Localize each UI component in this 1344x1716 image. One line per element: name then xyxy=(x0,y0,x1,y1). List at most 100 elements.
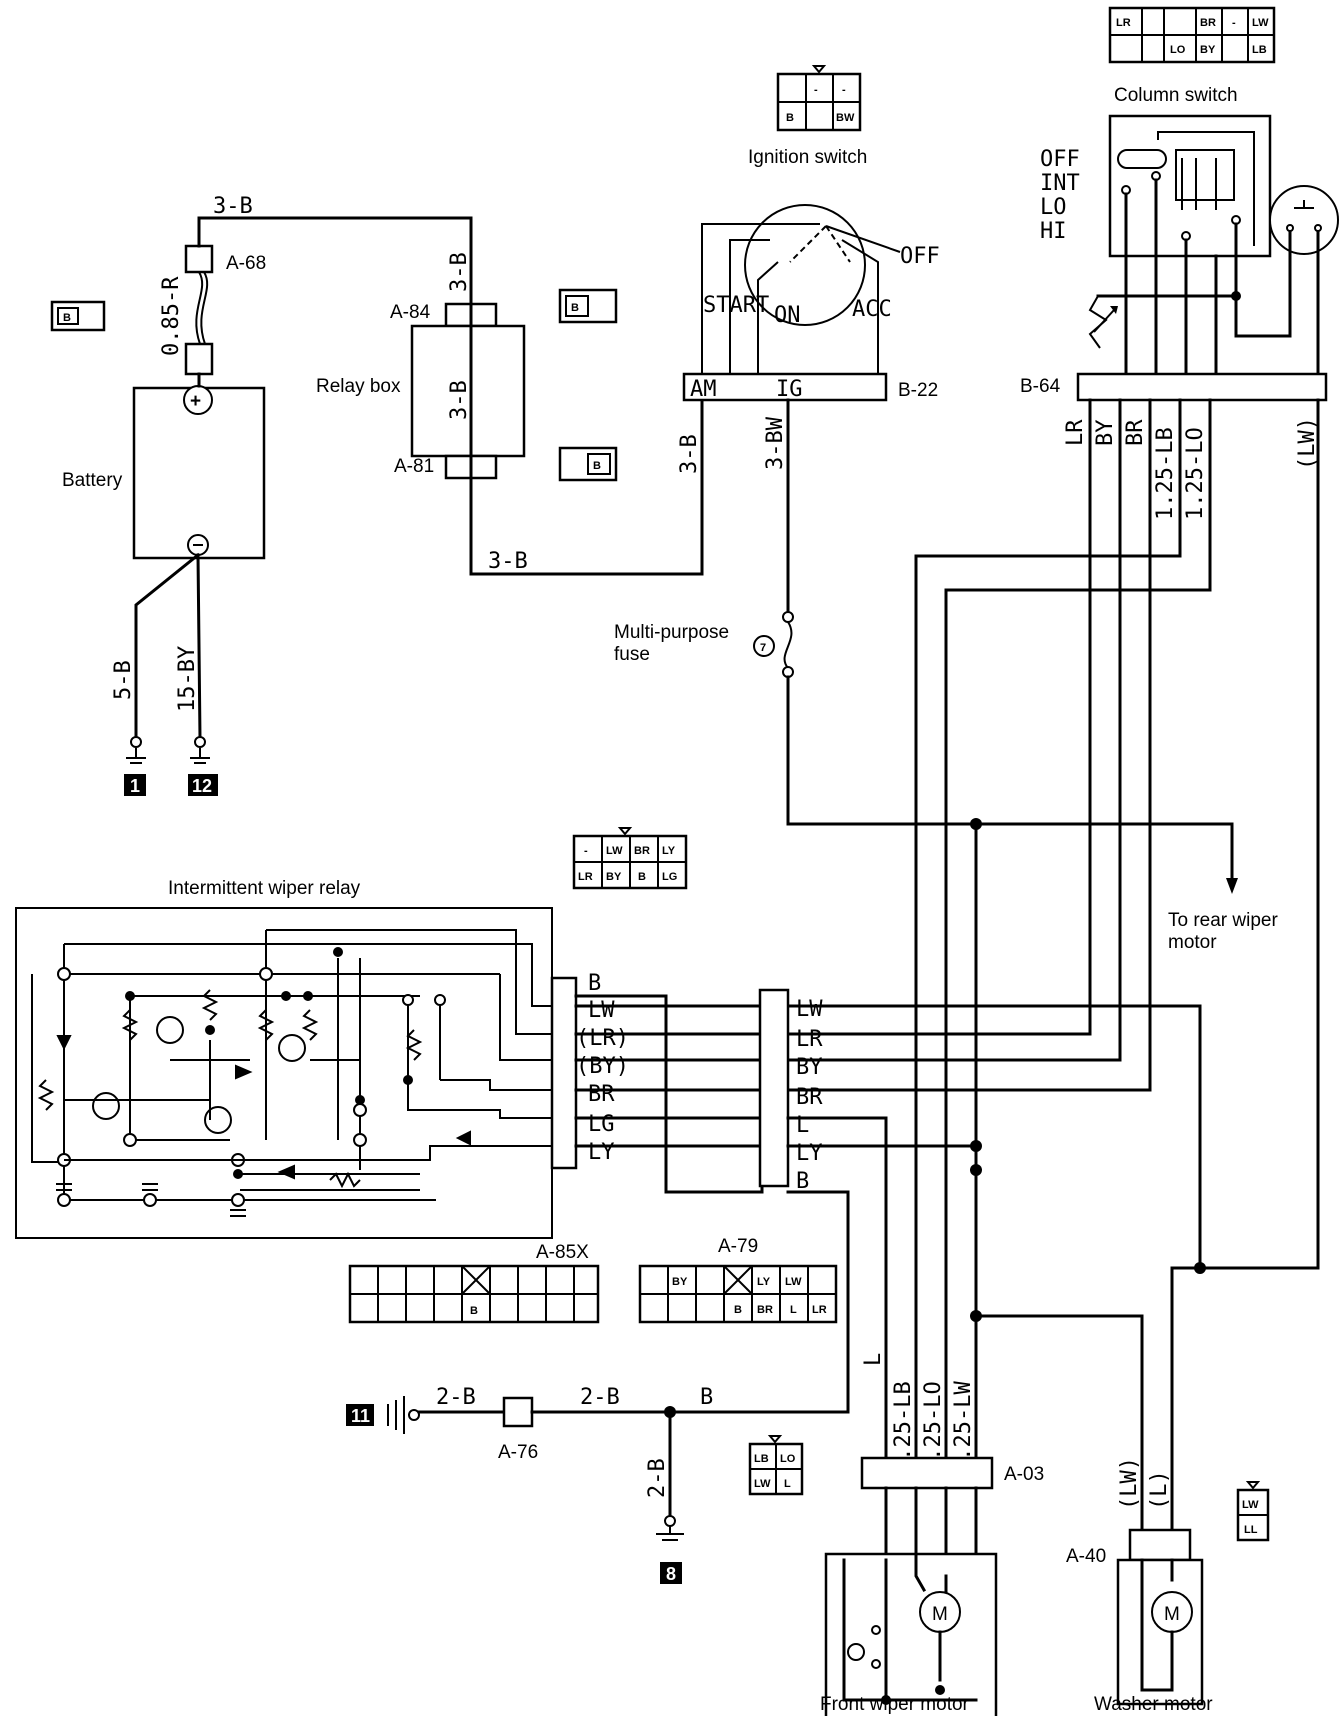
arrow-to-rear-wiper xyxy=(1226,878,1238,894)
connector-a40-label: A-40 xyxy=(1066,1546,1106,1567)
wire-fuse-to-rear xyxy=(786,675,1234,882)
relay-internal-circuit xyxy=(31,930,500,1217)
ground-symbol-12 xyxy=(190,748,210,764)
svg-text:LB: LB xyxy=(1252,44,1267,56)
connector-a85x-bundle xyxy=(550,976,578,1170)
connector-a79-bundle xyxy=(758,988,790,1188)
wire-3b-label-bottom: 3-B xyxy=(488,549,528,574)
wire-l-label-a03: L xyxy=(861,1353,886,1366)
svg-text:-: - xyxy=(1232,17,1236,29)
relay-pin-lg: LG xyxy=(588,1112,615,1137)
relay-connector-face: - LW BR LY LR BY B LG xyxy=(572,827,688,890)
svg-text:A-79: A-79 xyxy=(718,1236,758,1257)
ground-11-badge xyxy=(346,1404,374,1426)
svg-text:11: 11 xyxy=(351,1406,370,1426)
connector-b22-label: B-22 xyxy=(898,380,938,401)
ignition-switch: - - B BW Ignition switch OFF START ON AC… xyxy=(614,65,1278,953)
svg-text:LW: LW xyxy=(606,845,623,857)
svg-text:M: M xyxy=(1164,1604,1180,1625)
svg-text:LY: LY xyxy=(757,1276,771,1288)
connector-a03-face: LB LO LW L xyxy=(748,1435,804,1496)
relay-pin-lr: (LR) xyxy=(576,1026,629,1051)
ignition-connector-face: - - B BW xyxy=(776,65,862,132)
a79-pin-lr: LR xyxy=(796,1027,823,1052)
intermittent-wiper-relay: Intermittent wiper relay xyxy=(15,878,982,1476)
wire-br-label: BR xyxy=(1123,419,1148,446)
intermittent-relay-box xyxy=(15,907,553,1239)
wire-5b xyxy=(134,552,201,740)
svg-text:B: B xyxy=(470,1305,478,1317)
wire-15by-label: 15-BY xyxy=(175,646,200,712)
fuse-number-badge xyxy=(753,635,775,657)
multi-purpose-fuse-symbol xyxy=(783,621,793,669)
relay-pin-br: BR xyxy=(588,1082,615,1107)
relay-box-label: Relay box xyxy=(316,376,401,397)
svg-text:-: - xyxy=(842,84,846,96)
svg-text:1: 1 xyxy=(130,776,140,796)
svg-text:+: + xyxy=(190,391,201,412)
ground-1-badge xyxy=(124,774,146,796)
wire-3b-label-ign: 3-B xyxy=(677,434,702,474)
wire-3b-relay-ignition xyxy=(469,376,704,576)
svg-text:B: B xyxy=(593,460,601,472)
connector-a68-label: A-68 xyxy=(226,253,266,274)
connector-a81-label: A-81 xyxy=(394,456,434,477)
svg-text:L: L xyxy=(790,1304,797,1316)
svg-text:B: B xyxy=(63,312,71,324)
ground-a76-section: 11 A-76 2-B 2-B B 2-B 8 xyxy=(346,1385,713,1584)
ground-12-badge xyxy=(188,774,218,796)
to-rear-wiper-line1: To rear wiper xyxy=(1168,910,1278,931)
a79-pin-br: BR xyxy=(796,1085,823,1110)
connector-a84-label: A-84 xyxy=(390,302,431,323)
column-switch: LR BR - LW LO BY LB Column switch OFF IN… xyxy=(786,6,1339,1476)
front-wiper-motor-body xyxy=(824,1552,998,1716)
wire-lw-paren-label-top: (LW) xyxy=(1295,417,1320,470)
wire-br-column xyxy=(786,398,1152,1092)
svg-text:B: B xyxy=(571,302,579,314)
ignition-pos-acc: ACC xyxy=(852,297,892,322)
ignition-pos-off: OFF xyxy=(900,244,940,269)
ground-symbol-1 xyxy=(126,748,146,764)
svg-text:-: - xyxy=(584,845,588,857)
connector-b64-label: B-64 xyxy=(1020,376,1061,397)
svg-text:BY: BY xyxy=(606,871,622,883)
column-pos-off: OFF xyxy=(1040,147,1080,172)
svg-text:LW: LW xyxy=(785,1276,802,1288)
battery-body xyxy=(132,386,266,560)
column-switch-label: Column switch xyxy=(1114,85,1238,106)
svg-text:BY: BY xyxy=(672,1276,688,1288)
svg-text:B: B xyxy=(786,112,794,124)
ground-8-badge xyxy=(660,1562,682,1584)
front-wiper-motor-label: Front wiper motor xyxy=(820,1694,970,1715)
wire-2b-label-left: 2-B xyxy=(436,1385,476,1410)
connector-b64-block xyxy=(1076,372,1328,402)
wire-lw-paren-label-bottom: (LW) xyxy=(1117,1457,1142,1510)
relay-pin-ly: LY xyxy=(588,1140,615,1165)
connector-a76-label: A-76 xyxy=(498,1442,538,1463)
wire-3b-label-relay-top: 3-B xyxy=(447,252,472,292)
column-switch-body xyxy=(1108,114,1272,258)
wire-2b-label-right: 2-B xyxy=(580,1385,620,1410)
svg-text:M: M xyxy=(932,1604,948,1625)
washer-switch-circle xyxy=(1269,185,1339,255)
wire-b-relay xyxy=(574,994,764,1194)
wire-125lo-label-top: 1.25-LO xyxy=(1183,427,1208,520)
to-rear-wiper-line2: motor xyxy=(1168,932,1217,953)
wire-b-a79-ground xyxy=(672,1190,850,1414)
wire-by-label: BY xyxy=(1093,420,1118,447)
connector-a40-face: LW LL xyxy=(1236,1481,1270,1542)
wire-lr-column xyxy=(786,398,1092,1036)
wire-5b-label: 5-B xyxy=(111,660,136,700)
fuse-label-line2: fuse xyxy=(614,644,650,665)
svg-text:-: - xyxy=(814,84,818,96)
ignition-switch-label: Ignition switch xyxy=(748,147,867,168)
connector-a79-face: A-79 BY LY LW B BR L LR xyxy=(638,1236,838,1324)
svg-text:LL: LL xyxy=(1244,1524,1258,1536)
svg-text:BR: BR xyxy=(757,1304,773,1316)
ignition-pos-on: ON xyxy=(774,303,801,328)
wire-lr-label: LR xyxy=(1063,419,1088,446)
svg-text:LR: LR xyxy=(1116,17,1131,29)
svg-text:L: L xyxy=(784,1478,791,1490)
relay-pin-b: B xyxy=(588,971,601,996)
svg-text:LO: LO xyxy=(1170,44,1186,56)
